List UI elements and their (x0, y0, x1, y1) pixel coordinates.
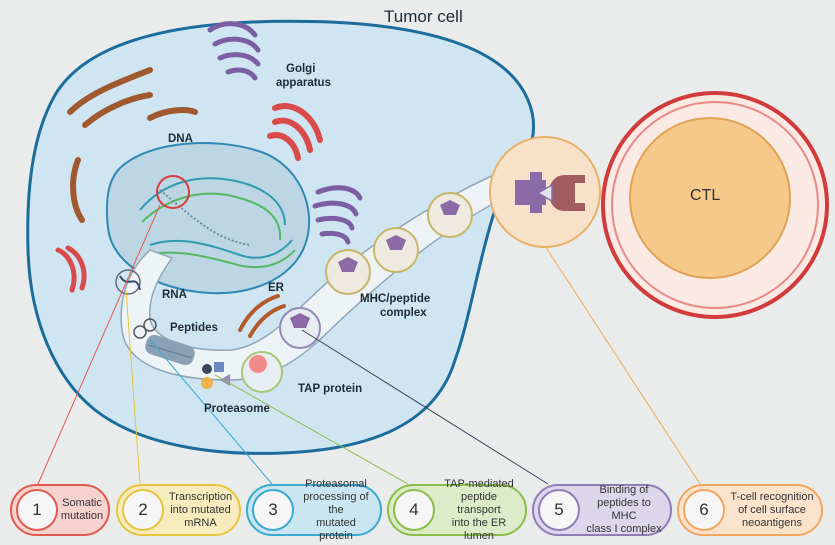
peptides-label: Peptides (170, 322, 218, 334)
tumor-cell-title: Tumor cell (384, 7, 463, 26)
rna-strand (119, 275, 141, 291)
mhc-label-line-2: complex (380, 307, 427, 319)
mitochondria (67, 67, 198, 223)
ctl-label: CTL (690, 187, 720, 204)
golgi-label-line-2: apparatus (276, 77, 331, 89)
tcr-receptor (549, 175, 585, 211)
rna-label: RNA (162, 289, 187, 301)
dna-label: DNA (168, 133, 193, 145)
step-6-number: 6 (683, 489, 725, 531)
er-label: ER (268, 282, 285, 294)
er-membrane (238, 294, 286, 338)
step-1-number: 1 (16, 489, 58, 531)
step-2-number: 2 (122, 489, 164, 531)
peptide-shapes (201, 362, 230, 389)
mhc-molecules (290, 200, 460, 328)
golgi-label: Golgi apparatus (276, 63, 331, 89)
step-5-number: 5 (538, 489, 580, 531)
proteasome (133, 318, 195, 366)
golgi-label-line-1: Golgi (286, 63, 315, 75)
mhc-label: MHC/peptide complex (360, 293, 430, 319)
golgi-stack-2 (312, 185, 363, 245)
ctl-nucleus (629, 117, 791, 279)
mutation-marker (156, 175, 190, 209)
peptide-bound (536, 183, 553, 203)
red-organelle-left (55, 245, 87, 293)
mhc-receptor (515, 172, 546, 213)
ctl-cell-inner (611, 101, 819, 309)
golgi-red-stack (267, 103, 323, 161)
mhc-label-line-1: MHC/peptide (360, 293, 430, 305)
step-4-number: 4 (393, 489, 435, 531)
step-3-number: 3 (252, 489, 294, 531)
tap-protein-marker (249, 355, 267, 373)
proteasome-label: Proteasome (204, 403, 270, 415)
golgi-apparatus (207, 21, 261, 81)
step-connectors (37, 204, 701, 485)
dna-helix (139, 177, 296, 269)
tap-label: TAP protein (298, 383, 362, 395)
rna-marker (115, 269, 141, 295)
